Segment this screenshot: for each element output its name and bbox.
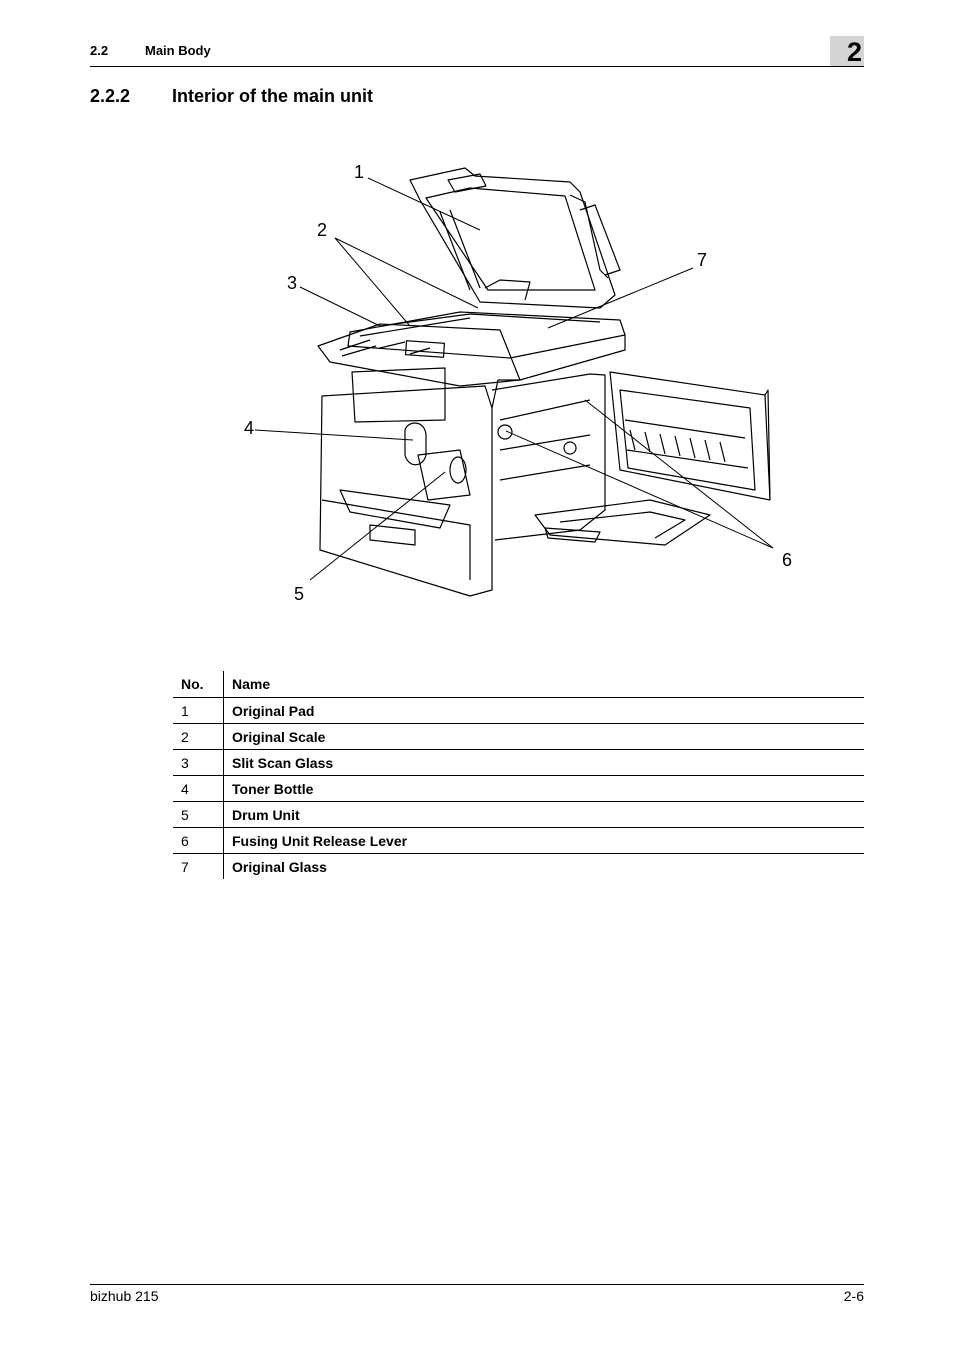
footer-model: bizhub 215: [90, 1288, 159, 1304]
title-text: Interior of the main unit: [172, 86, 373, 106]
document-feeder-illustration: [409, 167, 621, 309]
callout-5: 5: [294, 584, 304, 604]
row-number: 4: [173, 775, 224, 802]
table-row: 6 Fusing Unit Release Lever: [173, 827, 864, 854]
callout-3: 3: [287, 273, 297, 293]
callout-7: 7: [697, 250, 707, 270]
footer-page-number: 2-6: [843, 1288, 864, 1304]
table-row: 7 Original Glass: [173, 853, 864, 879]
row-number: 1: [173, 697, 224, 724]
printer-interior-illustration: 1 2 3 4 5 6 7: [230, 150, 810, 610]
header-section-number: 2.2: [90, 43, 109, 58]
callout-6: 6: [782, 550, 792, 570]
row-name: Slit Scan Glass: [223, 749, 864, 776]
scanner-top-illustration: [317, 311, 626, 387]
row-number: 7: [173, 853, 224, 879]
bypass-tray-illustration: [534, 499, 711, 546]
row-name: Fusing Unit Release Lever: [223, 827, 864, 854]
side-door-illustration: [609, 371, 771, 501]
table-header-row: No. Name: [173, 671, 864, 698]
row-number: 3: [173, 749, 224, 776]
callout-2: 2: [317, 220, 327, 240]
callout-4: 4: [244, 418, 254, 438]
header-section-title: Main Body: [145, 43, 211, 58]
table-row: 3 Slit Scan Glass: [173, 749, 864, 776]
table-row: 4 Toner Bottle: [173, 775, 864, 802]
running-footer: bizhub 215 2-6: [90, 1284, 864, 1315]
callout-1: 1: [354, 162, 364, 182]
row-name: Toner Bottle: [223, 775, 864, 802]
column-header-no: No.: [173, 671, 224, 698]
column-header-name: Name: [223, 671, 864, 698]
row-number: 2: [173, 723, 224, 750]
main-body-illustration: [319, 367, 606, 597]
table-row: 5 Drum Unit: [173, 801, 864, 828]
row-name: Original Pad: [223, 697, 864, 724]
page-title: 2.2.2 Interior of the main unit: [90, 86, 373, 107]
title-number: 2.2.2: [90, 86, 131, 106]
table-row: 2 Original Scale: [173, 723, 864, 750]
row-name: Drum Unit: [223, 801, 864, 828]
row-number: 5: [173, 801, 224, 828]
callout-leader-lines: [254, 177, 774, 581]
table-row: 1 Original Pad: [173, 697, 864, 724]
parts-table: No. Name 1 Original Pad 2 Original Scale…: [173, 671, 864, 879]
row-number: 6: [173, 827, 224, 854]
row-name: Original Glass: [232, 858, 327, 875]
running-header: 2.2 Main Body 2: [90, 36, 864, 67]
chapter-badge: 2: [830, 36, 864, 67]
row-name: Original Scale: [223, 723, 864, 750]
